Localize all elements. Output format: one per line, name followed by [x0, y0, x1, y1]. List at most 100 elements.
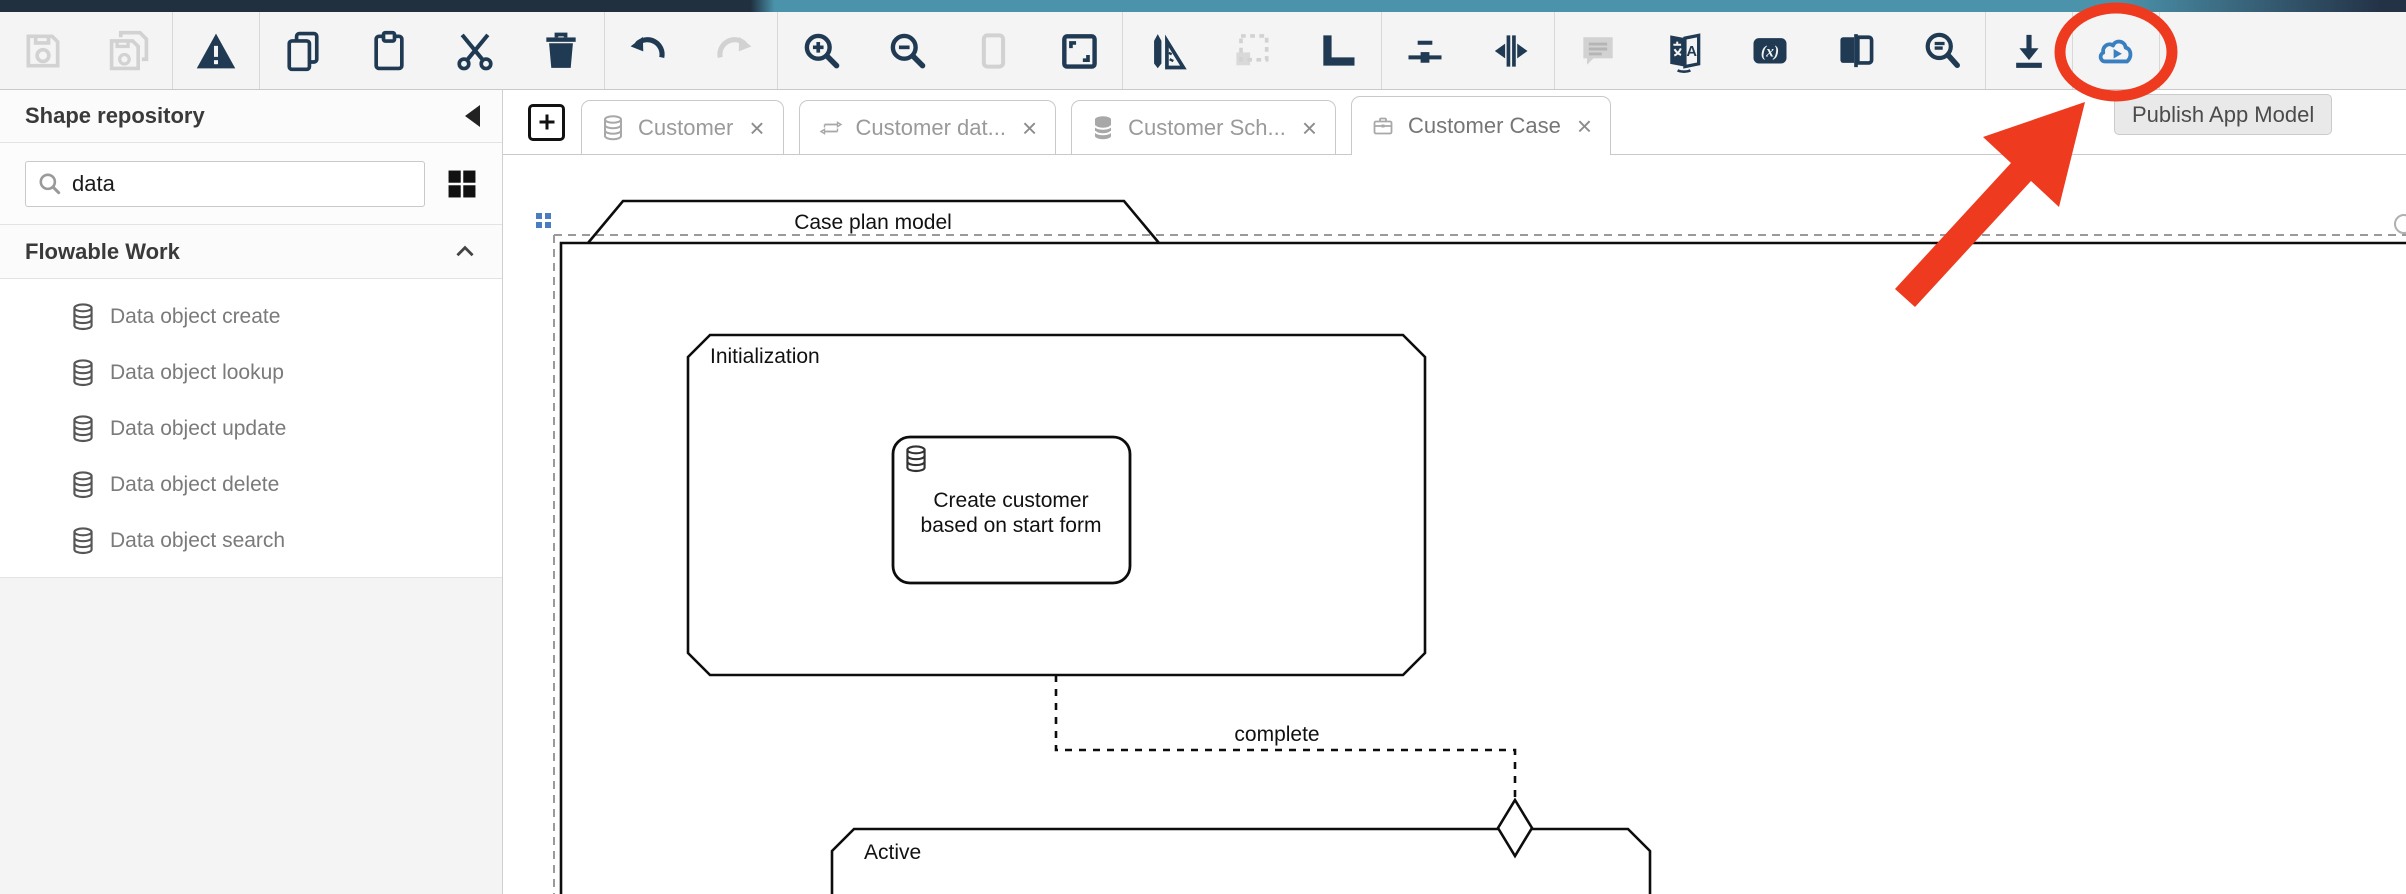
shape-item[interactable]: Data object create [0, 289, 502, 345]
zoom-in-icon [799, 29, 843, 73]
search-icon [37, 171, 63, 197]
search-in-model-button[interactable] [1899, 12, 1985, 89]
save-all-icon [107, 29, 151, 73]
shape-repository-header: Shape repository [0, 90, 502, 143]
task-create-customer[interactable] [891, 435, 1132, 585]
window-title-bar [0, 0, 2406, 12]
editor-column: Customer×Customer dat...×Customer Sch...… [503, 90, 2406, 894]
toolbar-separator [1381, 12, 1382, 89]
selection-handle[interactable] [536, 213, 551, 228]
database-icon [600, 114, 626, 142]
close-tab-icon[interactable]: × [1301, 112, 1318, 143]
shape-item[interactable]: Data object lookup [0, 345, 502, 401]
selection-outline [553, 234, 2406, 894]
grid-view-icon[interactable] [445, 167, 479, 201]
design-icon [1144, 29, 1188, 73]
toolbar-separator [2159, 12, 2160, 89]
mapping-icon [818, 114, 844, 142]
paste-icon [367, 29, 411, 73]
toolbar-separator [1554, 12, 1555, 89]
publish-app-model-button[interactable] [2073, 12, 2159, 89]
shape-search-input[interactable] [25, 160, 425, 207]
close-tab-icon[interactable]: × [1576, 111, 1593, 141]
sidebar-empty-area [0, 578, 502, 894]
diagram-canvas[interactable]: Case plan model Initialization Create cu… [503, 155, 2406, 894]
delete-button[interactable] [518, 12, 604, 89]
tab-label: Customer dat... [855, 114, 1006, 140]
marquee-select-button [1209, 12, 1295, 89]
add-model-tab-button[interactable] [528, 103, 565, 141]
cut-button[interactable] [432, 12, 518, 89]
corner-icon [1316, 29, 1360, 73]
database-icon [70, 358, 96, 388]
tab-customer-schema[interactable]: Customer Sch... × [1071, 100, 1337, 154]
download-model-button[interactable] [1986, 12, 2072, 89]
undo-button[interactable] [605, 12, 691, 89]
shape-item-label: Data object delete [110, 473, 280, 496]
close-tab-icon[interactable]: × [749, 112, 765, 143]
comment-icon [1576, 29, 1620, 73]
zoom-in-button[interactable] [778, 12, 864, 89]
save-all-button [86, 12, 172, 89]
task-label-line1: Create customer [933, 489, 1088, 512]
shape-item[interactable]: Data object search [0, 513, 502, 569]
compare-models-button[interactable] [1813, 12, 1899, 89]
section-label: Flowable Work [25, 238, 180, 264]
case-plan-model-shape[interactable] [559, 199, 2406, 894]
validate-button[interactable] [173, 12, 259, 89]
selection-resize-handle[interactable] [2394, 214, 2406, 234]
tab-customer[interactable]: Customer× [581, 100, 784, 154]
tab-customer-case[interactable]: Customer Case × [1351, 96, 1612, 155]
shape-item-label: Data object create [110, 305, 281, 328]
trash-icon [539, 29, 583, 73]
task-label-line2: based on start form [921, 514, 1102, 537]
cloud-icon [2094, 29, 2138, 73]
stage-active-label: Active [864, 841, 921, 864]
actual-size-button[interactable] [1036, 12, 1122, 89]
expression-button[interactable] [1727, 12, 1813, 89]
copy-button[interactable] [260, 12, 346, 89]
toolbar-separator [172, 12, 173, 89]
shape-item-label: Data object update [110, 417, 287, 440]
distribute-vertical-button[interactable] [1468, 12, 1554, 89]
entry-criterion-diamond[interactable] [1496, 797, 1534, 859]
shape-repository-panel: Shape repository Flowable Work Data obje… [0, 90, 503, 894]
translate-button[interactable] [1641, 12, 1727, 89]
tooltip-publish-app-model: Publish App Model [2114, 94, 2333, 135]
copy-icon [281, 29, 325, 73]
briefcase-icon [1370, 112, 1396, 140]
database-icon [70, 414, 96, 444]
distribute-horizontal-button[interactable] [1382, 12, 1468, 89]
case-plan-model-label: Case plan model [794, 211, 952, 234]
paste-button[interactable] [346, 12, 432, 89]
search-model-icon [1920, 29, 1964, 73]
save-icon [21, 29, 65, 73]
database-icon [70, 302, 96, 332]
database-icon [70, 470, 96, 500]
marquee-icon [1230, 29, 1274, 73]
database-icon [70, 526, 96, 556]
vdist-icon [1489, 29, 1533, 73]
fit-icon [971, 29, 1015, 73]
hdist-icon [1403, 29, 1447, 73]
sidebar-section-flowable-work[interactable]: Flowable Work [0, 225, 502, 279]
main-area: Shape repository Flowable Work Data obje… [0, 90, 2406, 894]
panel-title: Shape repository [25, 103, 205, 128]
close-tab-icon[interactable]: × [1021, 112, 1038, 143]
shape-item[interactable]: Data object delete [0, 457, 502, 513]
zoom-out-button[interactable] [864, 12, 950, 89]
design-tools-button[interactable] [1123, 12, 1209, 89]
comments-button [1555, 12, 1641, 89]
stage-active[interactable] [830, 827, 1652, 894]
tab-label: Customer Sch... [1128, 114, 1286, 140]
database-filled-icon [1090, 114, 1116, 142]
warning-icon [194, 29, 238, 73]
zoom-out-icon [885, 29, 929, 73]
tab-customer-data[interactable]: Customer dat... × [798, 100, 1057, 154]
tab-label: Customer Case [1408, 113, 1561, 138]
align-corner-button[interactable] [1295, 12, 1381, 89]
collapse-panel-icon[interactable] [465, 105, 480, 127]
connector-label: complete [1234, 723, 1319, 746]
shape-item[interactable]: Data object update [0, 401, 502, 457]
